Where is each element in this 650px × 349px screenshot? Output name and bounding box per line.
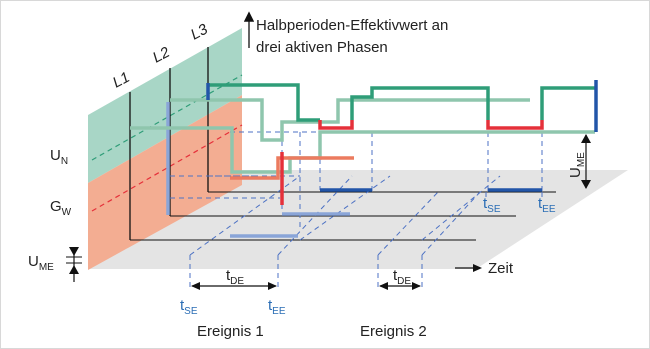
label-l2: L2 — [150, 43, 173, 66]
green-band — [88, 28, 242, 183]
label-tse-bottom: tSE — [180, 297, 198, 317]
time-axis-arrowhead — [473, 264, 482, 272]
phase-l3-red-trace — [318, 120, 354, 130]
label-tse-right: tSE — [483, 195, 501, 215]
red-band — [88, 95, 242, 270]
label-zeit: Zeit — [488, 260, 514, 277]
un-level-guide — [91, 74, 243, 161]
label-l1: L1 — [110, 69, 133, 92]
ume-left-arrow-down — [69, 247, 79, 256]
phase-l1-salmon-trace — [230, 156, 354, 180]
phase-l3-green-trace-2 — [350, 86, 490, 120]
phase-l3-green-trace-3 — [540, 86, 596, 120]
ume-right-arrow-top — [581, 134, 591, 143]
label-tee-right: tEE — [538, 195, 556, 215]
label-un: UN — [50, 147, 68, 167]
label-l3: L3 — [188, 20, 211, 43]
label-ereignis-2: Ereignis 2 — [360, 323, 427, 340]
label-ume-left: UME — [28, 253, 54, 273]
label-tde-2: tDE — [393, 267, 411, 287]
label-gw: GW — [50, 198, 72, 218]
phase-l2-green-trace — [170, 98, 530, 142]
title-line-2: drei aktiven Phasen — [256, 39, 388, 56]
label-tde-1: tDE — [226, 267, 244, 287]
tde-arrow-1-left — [191, 282, 200, 290]
phase-l3-green-trace — [208, 83, 320, 122]
phase-l3-red-trace-2 — [486, 120, 544, 130]
label-tee-bottom: tEE — [268, 297, 286, 317]
tde-arrow-2-left — [379, 282, 388, 290]
ume-left-arrow-up — [69, 265, 79, 274]
ume-right-arrow-bottom — [581, 180, 591, 189]
label-ume-right: UME — [567, 152, 587, 178]
tde-arrow-1-right — [268, 282, 277, 290]
title-line-1: Halbperioden-Effektivwert an — [256, 17, 448, 34]
gw-level-guide — [91, 124, 243, 212]
tde-arrow-2-right — [412, 282, 421, 290]
label-ereignis-1: Ereignis 1 — [197, 323, 264, 340]
phase-l1-green-trace — [130, 126, 595, 174]
